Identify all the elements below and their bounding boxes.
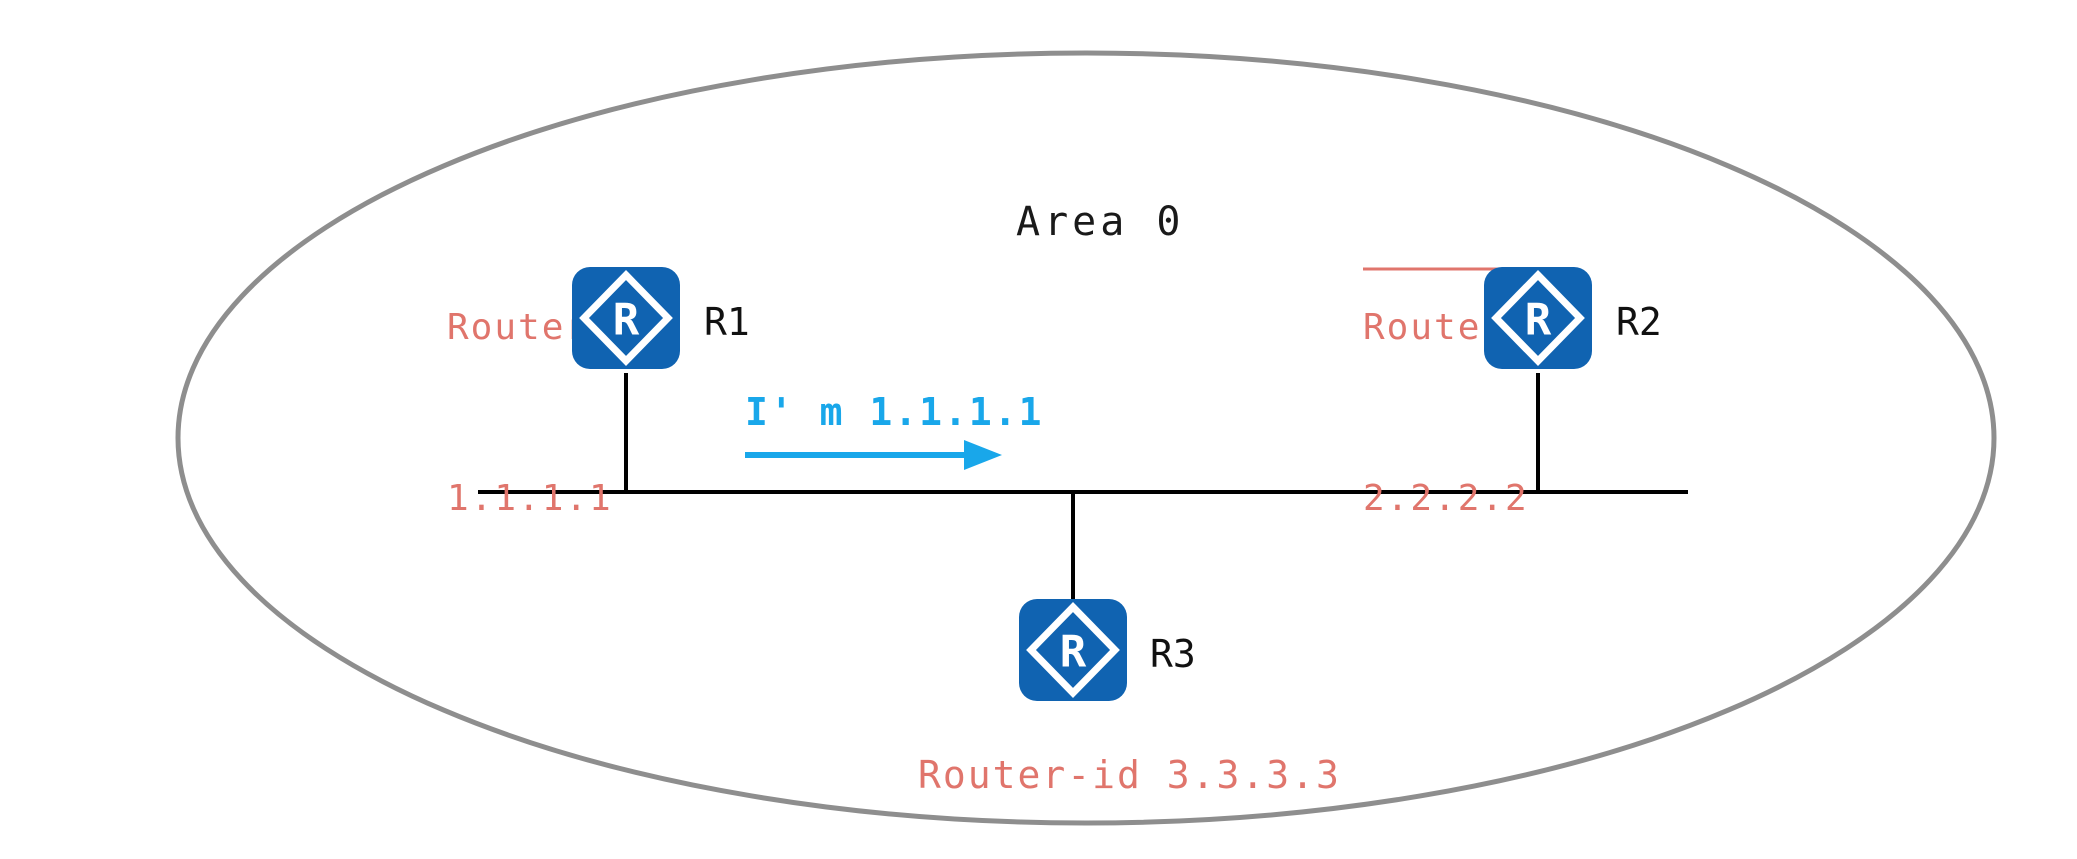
r1-router-id-label: Router-id 1.1.1.1	[447, 185, 660, 641]
area-label: Area 0	[1016, 199, 1185, 245]
router-r2-icon: R	[1482, 263, 1594, 373]
area-boundary-ellipse	[175, 50, 1997, 826]
router-icon-diamond	[579, 269, 673, 367]
router-icon-letter: R	[1060, 627, 1087, 678]
arrow-head	[964, 440, 1002, 470]
router-r3-icon: R	[1017, 595, 1129, 705]
r1-router-id-value: 1.1.1.1	[447, 478, 613, 519]
r3-router-id-label: Router-id 3.3.3.3	[918, 753, 1341, 797]
router-icon-letter: R	[1525, 295, 1552, 346]
hello-message-text: I' m 1.1.1.1	[745, 390, 1044, 434]
r3-name-label: R3	[1150, 632, 1196, 676]
router-icon: R	[1484, 267, 1592, 369]
r2-name-label: R2	[1616, 300, 1662, 344]
router-icon-letter: R	[613, 295, 640, 346]
router-icon-diamond	[1026, 601, 1120, 699]
router-icon: R	[572, 267, 680, 369]
r2-router-id-label: Router-id 2.2.2.2	[1363, 185, 1576, 641]
r1-name-label: R1	[704, 300, 750, 344]
router-r1-icon: R	[570, 263, 682, 373]
hello-message-arrow	[745, 440, 1002, 470]
router-icon: R	[1019, 599, 1127, 701]
router-icon-diamond	[1491, 269, 1585, 367]
r2-router-id-value: 2.2.2.2	[1363, 478, 1529, 519]
